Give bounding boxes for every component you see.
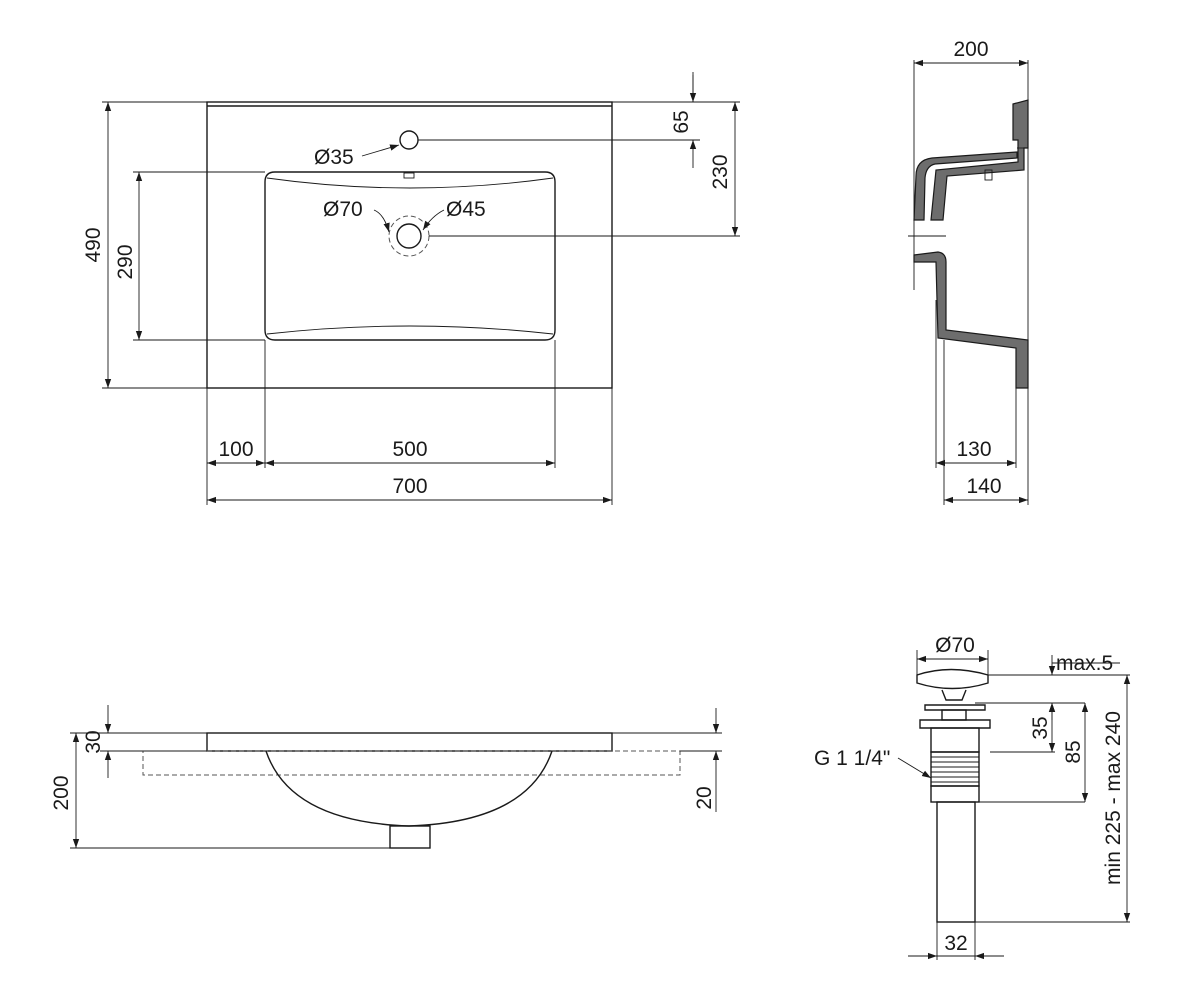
valve-cap: [916, 668, 989, 690]
basin-outline: [206, 101, 613, 389]
dim-overall-width: 700: [392, 475, 427, 498]
dim-total-length: min 225 - max 240: [1102, 711, 1125, 885]
front-bowl: [265, 750, 553, 827]
drain-hole: [396, 223, 422, 249]
dim-cap-diameter: Ø70: [935, 634, 975, 657]
front-drain-spout: [389, 825, 431, 849]
dim-tap-hole-offset: 65: [670, 110, 693, 133]
dim-total-height: 200: [50, 775, 73, 810]
dim-bottom-width-inner: 130: [956, 438, 991, 461]
dim-overall-depth: 490: [82, 227, 105, 262]
front-rim: [206, 732, 613, 752]
section-lower: [913, 251, 1029, 389]
dim-bottom-width-outer: 140: [966, 475, 1001, 498]
dim-drain-offset: 230: [709, 154, 732, 189]
dim-pipe-diameter: 32: [944, 932, 967, 955]
drain-valve-view: Ø70 max.5 35 85 min 225 - max 240 G 1 1/…: [814, 634, 1131, 960]
label-drain-inner-diameter: Ø45: [446, 198, 486, 221]
valve-pipe: [936, 801, 976, 923]
dim-basin-width: 500: [392, 438, 427, 461]
top-view: 100 500 700 490 290 230 65 Ø35 Ø70 Ø45: [82, 72, 740, 505]
valve-body: [930, 727, 980, 753]
dim-top-width: 200: [953, 38, 988, 61]
label-tap-hole-diameter: Ø35: [314, 146, 354, 169]
dim-edge-drop: 20: [693, 786, 716, 809]
tap-hole: [399, 130, 419, 150]
dim-basin-depth: 290: [114, 244, 137, 279]
dim-rim-thickness: 30: [82, 730, 105, 753]
front-view: 30 200 20: [50, 705, 722, 849]
dim-side-offset: 100: [218, 438, 253, 461]
dim-body-height: 85: [1062, 740, 1085, 763]
dim-cap-gap: max.5: [1056, 652, 1113, 675]
bowl-outline: [264, 171, 556, 341]
label-thread: G 1 1/4": [814, 747, 890, 770]
front-hidden-outline: [142, 750, 681, 776]
side-section-view: 200 130 140: [908, 38, 1029, 505]
label-drain-outer-diameter: Ø70: [323, 198, 363, 221]
dim-upper-height: 35: [1029, 716, 1052, 739]
drain-outer-circle: [388, 215, 430, 257]
